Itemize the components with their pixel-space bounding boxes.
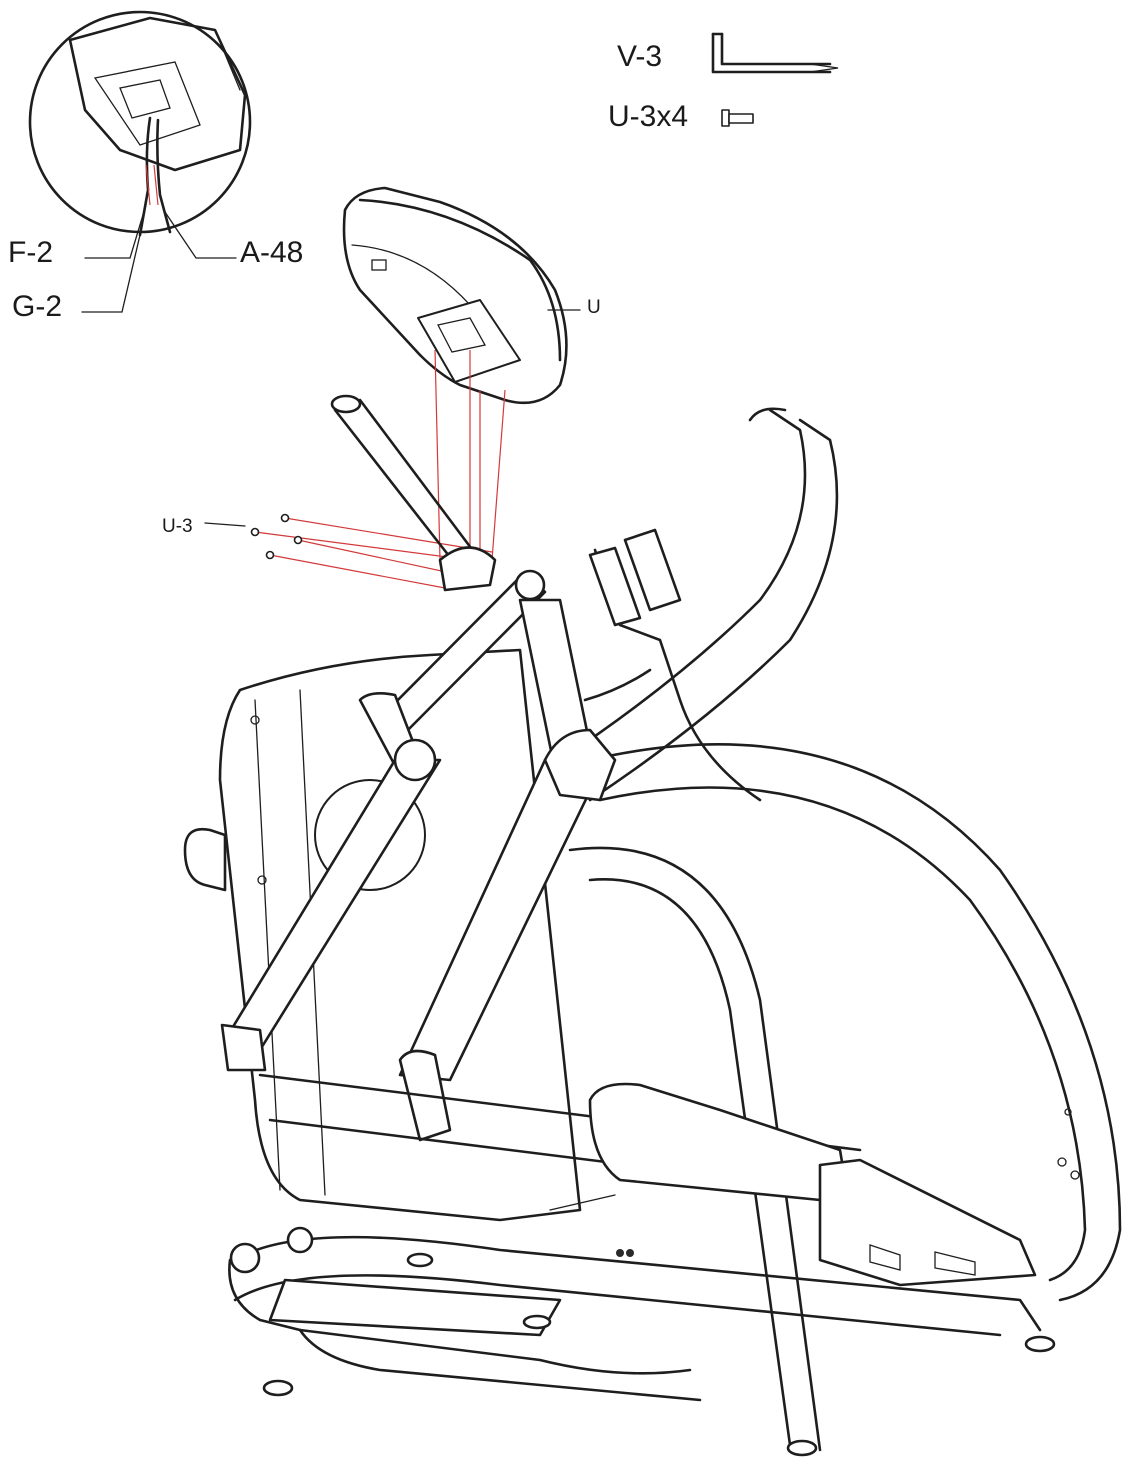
label-g2: G-2 (12, 290, 63, 323)
label-f2: F-2 (8, 236, 53, 269)
label-u: U (587, 297, 601, 318)
detail-console-bottom (68, 16, 247, 172)
label-u3x4: U-3x4 (608, 100, 689, 133)
label-v3: V-3 (617, 40, 663, 73)
label-a48: A-48 (240, 236, 304, 269)
alignment-guides (254, 349, 506, 589)
console (342, 186, 581, 405)
elliptical-frame (183, 394, 1122, 1457)
label-u3: U-3 (162, 516, 193, 537)
screws (204, 513, 303, 560)
bolt-icon (721, 109, 754, 127)
detail-callout (28, 10, 252, 237)
allen-key-icon (711, 32, 839, 74)
detail-cable (138, 116, 172, 237)
detail-leaders (81, 204, 237, 313)
